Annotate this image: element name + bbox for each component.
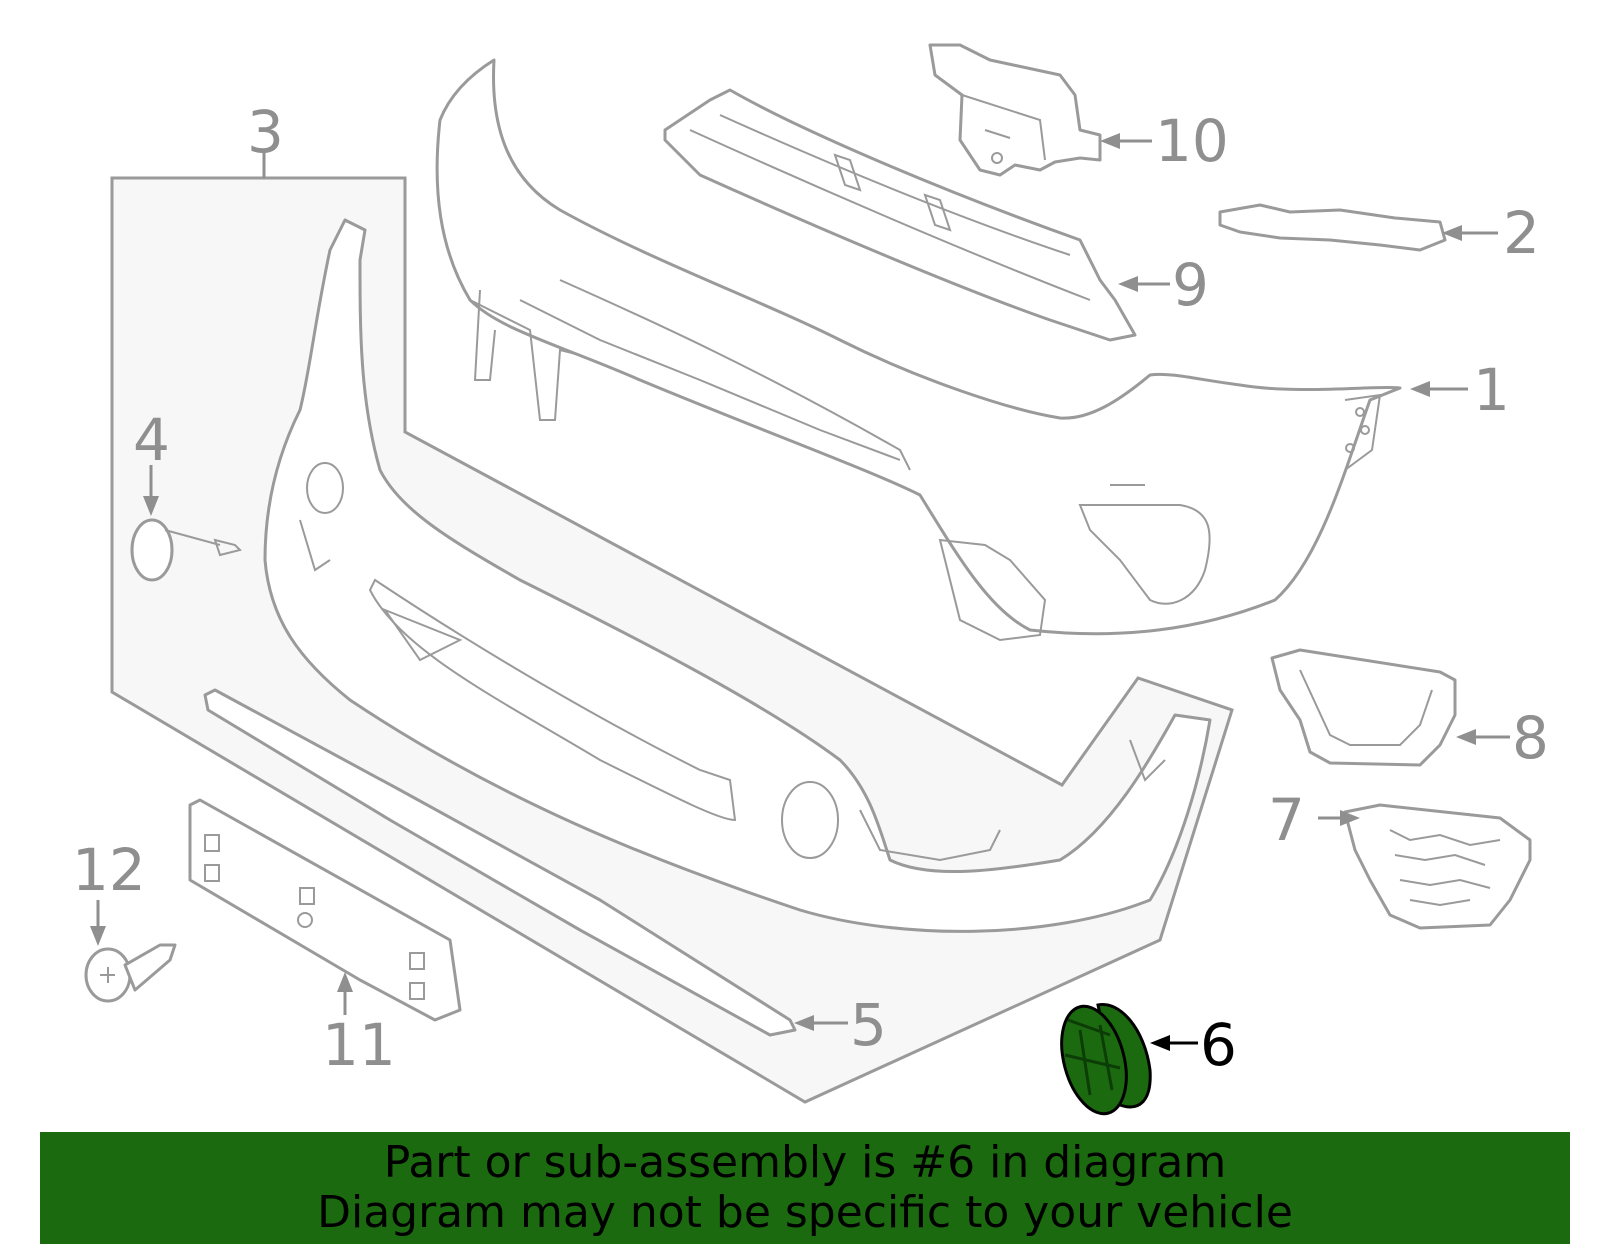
part-3-lower-cover [263, 218, 1212, 933]
callout-leaders [90, 133, 1510, 1051]
info-banner: Part or sub-assembly is #6 in diagram Di… [40, 1132, 1570, 1244]
callout-2: 2 [1503, 199, 1540, 267]
part-5-lower-strip [203, 688, 797, 1037]
part-10-bracket [928, 43, 1102, 177]
part-7-grille-insert [1343, 803, 1532, 930]
banner-line-1: Part or sub-assembly is #6 in diagram [383, 1137, 1227, 1188]
part-2-trim-strip [1218, 203, 1447, 252]
part-8-bezel [1270, 648, 1457, 767]
callout-5: 5 [850, 991, 887, 1059]
part-9-reinforcement [663, 88, 1137, 342]
callout-7: 7 [1268, 786, 1305, 854]
callout-11: 11 [322, 1011, 396, 1079]
callout-10: 10 [1155, 107, 1229, 175]
callout-4: 4 [133, 406, 170, 474]
banner-line-2: Diagram may not be specific to your vehi… [317, 1187, 1293, 1238]
part-4-cap [130, 518, 242, 582]
callout-12: 12 [72, 836, 146, 904]
part-6-tow-hook-cover [1060, 1002, 1152, 1116]
part-12-push-clip [84, 943, 177, 1003]
callout-6: 6 [1200, 1011, 1237, 1079]
callout-numbers: 1 2 3 4 5 6 7 8 9 10 11 12 [72, 98, 1549, 1079]
callout-3: 3 [247, 98, 284, 166]
callout-8: 8 [1512, 704, 1549, 772]
part-1-bumper-cover [435, 58, 1402, 642]
part-11-license-bracket [188, 798, 462, 1022]
callout-9: 9 [1172, 251, 1209, 319]
callout-1: 1 [1473, 356, 1510, 424]
